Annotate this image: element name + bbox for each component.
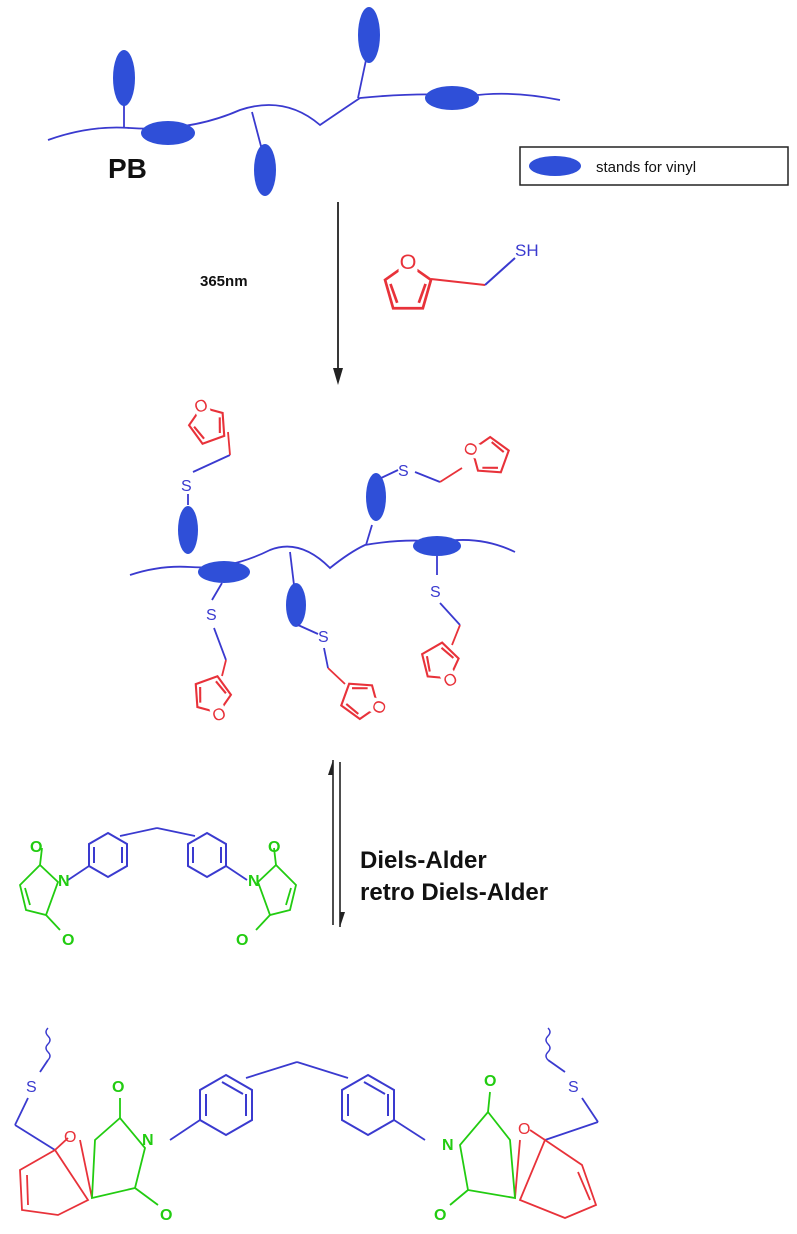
retro-diels-alder-label: retro Diels-Alder: [360, 879, 548, 906]
svg-text:N: N: [58, 873, 70, 890]
pb-label: PB: [108, 153, 147, 184]
svg-text:O: O: [236, 932, 248, 949]
legend-box: stands for vinyl: [519, 146, 789, 186]
pb-polymer: PB: [47, 7, 561, 196]
svg-text:O: O: [112, 1079, 124, 1096]
svg-text:O: O: [434, 1207, 446, 1224]
svg-text:S: S: [568, 1079, 579, 1096]
furfuryl-mercaptan: SH: [383, 241, 539, 310]
uv-arrow: 365nm: [200, 202, 343, 385]
svg-text:S: S: [206, 607, 217, 624]
bismaleimide: O N O O N O: [19, 827, 297, 949]
svg-text:N: N: [248, 873, 260, 890]
svg-text:N: N: [142, 1132, 154, 1149]
svg-text:SH: SH: [515, 241, 539, 260]
svg-text:N: N: [442, 1137, 454, 1154]
svg-text:O: O: [62, 932, 74, 949]
vinyl-ellipse-icon: [529, 156, 581, 176]
svg-text:S: S: [26, 1079, 37, 1096]
svg-text:S: S: [181, 478, 192, 495]
legend-text: stands for vinyl: [596, 159, 696, 176]
svg-text:O: O: [518, 1121, 530, 1138]
svg-text:O: O: [160, 1207, 172, 1224]
svg-text:S: S: [430, 584, 441, 601]
furan-functionalized-pb: S S S S S: [129, 389, 516, 731]
wavelength-label: 365nm: [200, 273, 248, 290]
svg-text:S: S: [318, 629, 329, 646]
svg-text:O: O: [30, 839, 42, 856]
diels-alder-label: Diels-Alder: [360, 847, 487, 874]
svg-text:O: O: [268, 839, 280, 856]
svg-text:S: S: [398, 463, 409, 480]
equilibrium-arrow: Diels-Alder retro Diels-Alder: [328, 760, 548, 927]
svg-text:O: O: [484, 1073, 496, 1090]
diels-alder-adduct: S O O N O S O O N O: [14, 1027, 599, 1224]
svg-text:O: O: [64, 1129, 76, 1146]
